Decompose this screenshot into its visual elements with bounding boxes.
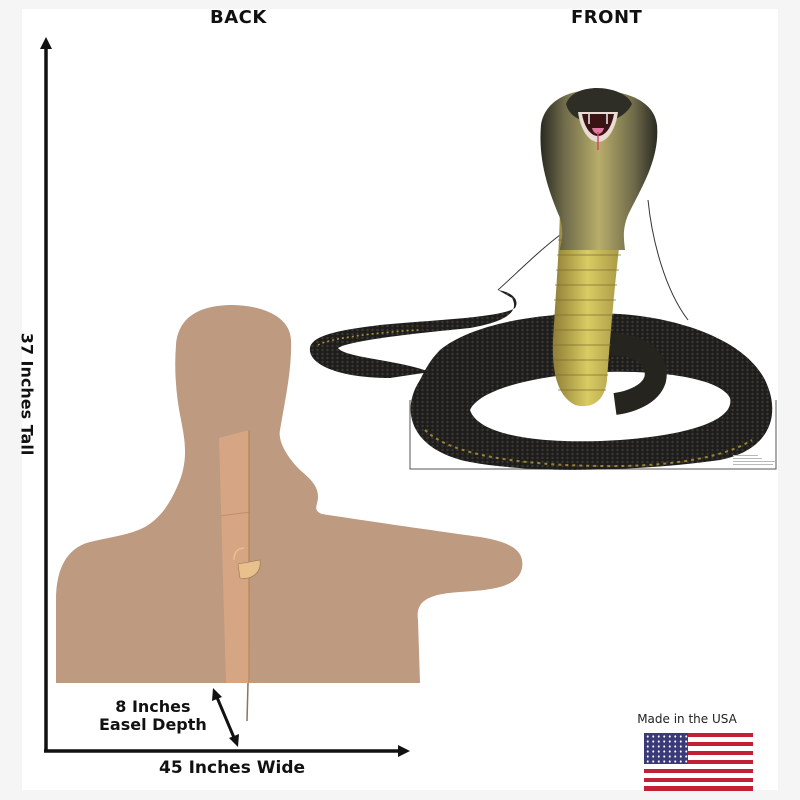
flag-stars-canton [644,733,688,764]
depth-arrow [212,688,239,747]
fine-print-block [733,455,775,467]
easel-leg [246,682,249,722]
back-view-heading: BACK [210,7,267,28]
depth-dimension-label: 8 Inches Easel Depth [99,698,207,734]
width-dimension-label: 45 Inches Wide [159,758,306,778]
front-view-heading: FRONT [571,7,643,28]
depth-label-line1: 8 Inches [115,697,191,716]
height-arrow [40,37,52,752]
depth-label-line2: Easel Depth [99,715,207,734]
cobra-tail [309,290,517,378]
cardboard-back-silhouette [56,305,523,683]
width-arrow [44,745,410,757]
us-flag-icon [644,733,753,791]
cobra-coil [410,313,773,470]
made-in-usa-text: Made in the USA [637,712,737,726]
easel-hook [237,559,261,579]
cobra-hood [540,90,658,250]
